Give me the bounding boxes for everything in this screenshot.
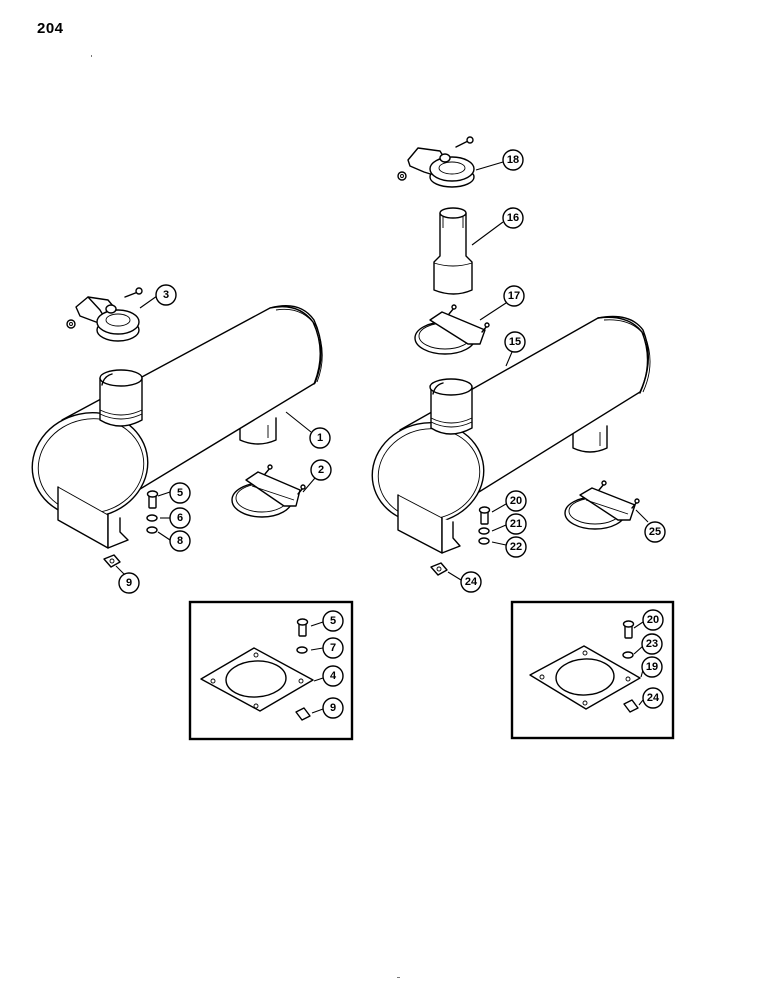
- right-muffler-body: [371, 315, 651, 554]
- inset-callout-24: 24: [642, 687, 664, 709]
- svg-text:6: 6: [177, 512, 183, 524]
- svg-text:9: 9: [330, 702, 336, 714]
- callout-20: 20: [505, 490, 527, 512]
- svg-text:15: 15: [509, 336, 521, 348]
- callout-24: 24: [460, 571, 482, 593]
- left-muffler-assembly: [31, 287, 354, 741]
- svg-text:21: 21: [510, 518, 522, 530]
- right-lower-clamp: [564, 480, 640, 530]
- callout-5: 5: [169, 482, 191, 504]
- inset-callout-23: 23: [641, 633, 663, 655]
- callout-25: 25: [644, 521, 666, 543]
- svg-text:18: 18: [507, 154, 519, 166]
- callout-18: 18: [502, 149, 524, 171]
- callout-17: 17: [503, 285, 525, 307]
- callout-3: 3: [155, 284, 177, 306]
- callout-8: 8: [169, 530, 191, 552]
- page-number: 204: [37, 20, 64, 37]
- callout-1: 1: [309, 427, 331, 449]
- svg-text:2: 2: [318, 464, 324, 476]
- svg-text:5: 5: [330, 615, 336, 627]
- svg-text:3: 3: [163, 289, 169, 301]
- inset-callout-4: 4: [322, 665, 344, 687]
- left-inset-kit: [188, 600, 354, 741]
- svg-text:16: 16: [507, 212, 519, 224]
- right-muffler-assembly: [371, 136, 675, 740]
- inset-callout-20: 20: [642, 609, 664, 631]
- inset-callout-5: 5: [322, 610, 344, 632]
- right-rain-cap: [397, 136, 475, 188]
- callout-9: 9: [118, 572, 140, 594]
- svg-text:20: 20: [510, 495, 522, 507]
- svg-text:9: 9: [126, 577, 132, 589]
- inset-callout-7: 7: [322, 637, 344, 659]
- right-leaders: [447, 161, 649, 581]
- right-callouts: 18 16 17 15 20 21 22 24 25 20 23 19 24: [460, 149, 666, 709]
- left-callouts: 1 2 3 5 6 8 9 5 7 4 9: [118, 284, 344, 719]
- right-extension-pipe: [433, 207, 473, 295]
- callout-2: 2: [310, 459, 332, 481]
- callout-21: 21: [505, 513, 527, 535]
- callout-6: 6: [169, 507, 191, 529]
- left-muffler-body: [31, 305, 323, 549]
- svg-text:25: 25: [649, 526, 661, 538]
- inset-callout-9: 9: [322, 697, 344, 719]
- right-upper-clamp: [414, 304, 490, 355]
- svg-text:7: 7: [330, 642, 336, 654]
- svg-text:1: 1: [317, 432, 323, 444]
- svg-text:20: 20: [647, 614, 659, 626]
- svg-text:17: 17: [508, 290, 520, 302]
- inset-callout-19: 19: [641, 656, 663, 678]
- svg-text:8: 8: [177, 535, 183, 547]
- svg-text:23: 23: [646, 638, 658, 650]
- left-hardware: [103, 490, 159, 568]
- left-rain-cap: [66, 287, 143, 342]
- svg-text:5: 5: [177, 487, 183, 499]
- svg-text:24: 24: [647, 692, 660, 704]
- svg-text:24: 24: [465, 576, 478, 588]
- svg-text:4: 4: [330, 670, 337, 682]
- left-clamp: [231, 464, 306, 518]
- right-inset-kit: [510, 600, 675, 740]
- svg-text:22: 22: [510, 541, 522, 553]
- right-hardware: [430, 506, 491, 576]
- svg-text:19: 19: [646, 661, 658, 673]
- left-leaders: [115, 295, 316, 575]
- callout-15: 15: [504, 331, 526, 353]
- callout-16: 16: [502, 207, 524, 229]
- callout-22: 22: [505, 536, 527, 558]
